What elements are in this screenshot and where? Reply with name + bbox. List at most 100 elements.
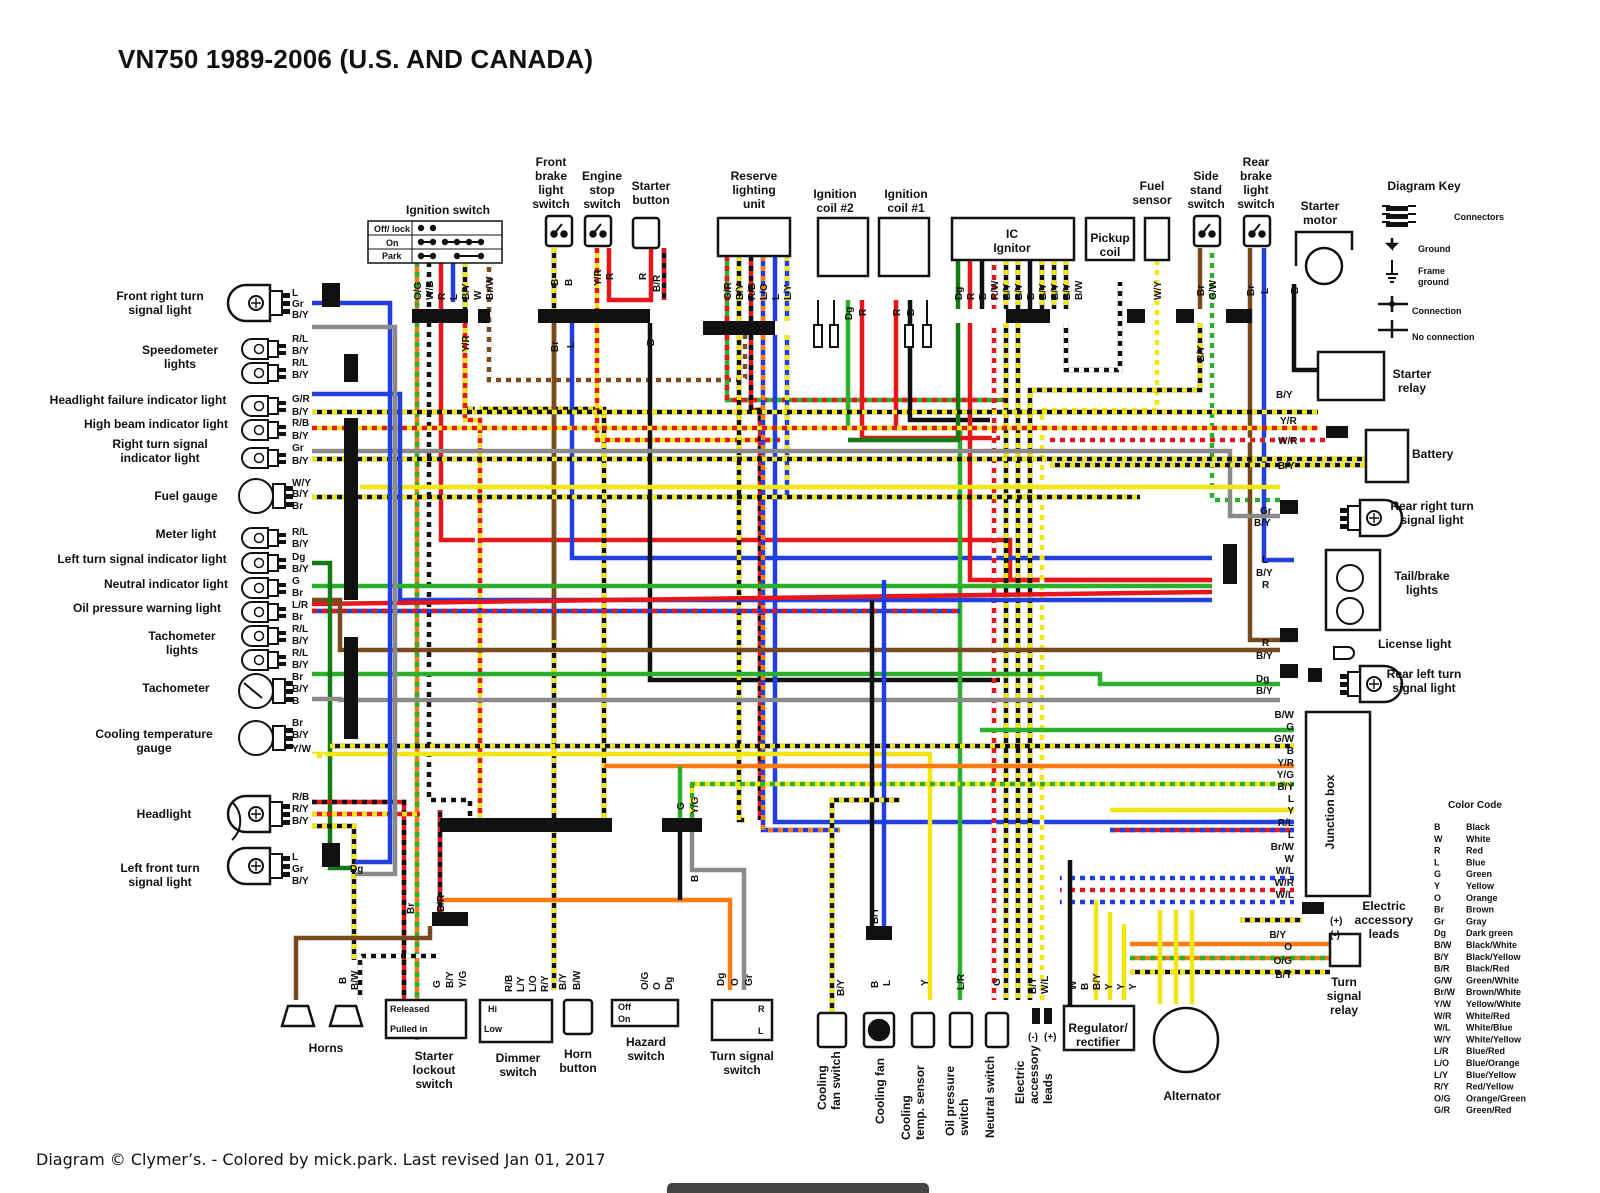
color-code-abbr-22: R/Y (1434, 1082, 1449, 1092)
wire-label-rb-l: L (1260, 288, 1271, 294)
wire-sb-b (647, 323, 1000, 683)
lockout-wire-1: B/Y (445, 971, 456, 988)
turn-relay-wire-2: B/Y (1275, 970, 1292, 981)
left-wire-label-11-2: B (292, 696, 299, 707)
wire-label-fb-l: L (566, 342, 577, 348)
wire-label-reserve-0: G/R (723, 281, 734, 300)
cooling-fan-wire-l: L (882, 980, 893, 986)
oil-pressure-switch-label: Oil pressureswitch (943, 1066, 971, 1136)
tail-wire-by: B/Y (1256, 568, 1273, 579)
color-code-abbr-12: B/R (1434, 964, 1450, 974)
horn-button-wire-1: B/W (572, 970, 583, 990)
hazard-wire-1: O (652, 982, 663, 990)
wire-label-ign-2: R (437, 292, 448, 300)
left-component-label-8: Neutral indicator light (104, 577, 228, 591)
color-code-abbr-20: L/O (1434, 1058, 1449, 1068)
wire-ss-by (1027, 323, 1203, 1000)
acc-polarity-minus: (-) (1028, 1032, 1038, 1043)
junction-wire-label-7: L (1288, 794, 1294, 805)
wire-temp-y (312, 751, 933, 1000)
left-component-label-7: Left turn signal indicator light (57, 552, 226, 566)
color-code-abbr-15: Y/W (1434, 999, 1452, 1009)
wire-left-l2 (312, 300, 393, 865)
wire-label-coil1-b: B (906, 309, 917, 316)
wire-reserve-gr (724, 335, 1004, 403)
color-code-abbr-18: W/Y (1434, 1034, 1451, 1044)
left-component-label-11: Tachometer (142, 681, 209, 695)
wire-label-ignitor-4: B/Y (1002, 283, 1013, 300)
wire-label-sb-b: B (646, 339, 657, 346)
left-wire-label-12-2: Y/W (292, 744, 311, 755)
wire-sm-b (1291, 284, 1318, 373)
color-code-name-24: Green/Red (1466, 1105, 1512, 1115)
color-code-abbr-16: W/R (1434, 1011, 1452, 1021)
left-wire-label-dg-connector: Dg (350, 864, 363, 875)
junction-wire-label-8: Y (1287, 806, 1294, 817)
junction-box-label: Junction box (1323, 774, 1337, 849)
color-code-name-21: Blue/Yellow (1466, 1070, 1517, 1080)
lockout-pulled-in: Pulled in (390, 1024, 428, 1034)
junction-wire-label-1: G (1286, 722, 1294, 733)
wire-label-fb-br: Br (550, 341, 561, 352)
left-wire-label-9-0: L/R (292, 600, 309, 611)
left-wire-label-0-1: Gr (292, 299, 304, 310)
wire-fuel-wy-tracer (1039, 260, 1160, 1000)
wire-label-sm-b: B (1290, 287, 1301, 294)
junction-wire-label-3: B (1287, 746, 1294, 757)
horn-button-wire-0: B/Y (558, 973, 569, 990)
wire-label-coil2-dg: Dg (844, 307, 855, 320)
color-code-name-2: Red (1466, 846, 1483, 856)
cooling-fan-wire-by: B/Y (870, 907, 881, 924)
junction-wire-label-6: B/Y (1277, 782, 1294, 793)
turn-signal-wire-0: Dg (716, 973, 727, 986)
right-component-symbols (1333, 498, 1404, 704)
wire-label-ign-4: B/Y (461, 283, 472, 300)
dimmer-wire-1: L/Y (516, 976, 527, 992)
left-wire-label-10-0: R/L (292, 624, 308, 635)
junction-wire-label-10: L (1288, 830, 1294, 841)
junction-wire-label-2: G/W (1274, 734, 1295, 745)
relay-wire-label-3: B/Y (1278, 461, 1295, 472)
wire-label-ignitor-2: B (978, 293, 989, 300)
color-code-abbr-9: Dg (1434, 928, 1446, 938)
wire-label-ignitor-3: R/W (990, 280, 1001, 300)
wire-ign-yr-tracer (462, 323, 483, 818)
color-code-abbr-1: W (1434, 834, 1443, 844)
wire-reserve-lo-tracer (760, 335, 840, 833)
cooling-temp-sensor-label: Coolingtemp. sensor (899, 1065, 927, 1140)
left-wire-label-3-0: R/B (292, 418, 309, 429)
wire-fan-by-tracer (829, 797, 900, 1013)
cooling-fan-switch-label: Coolingfan switch (815, 1051, 843, 1110)
junction-wire-label-4: Y/R (1277, 758, 1294, 769)
wire-label-coil2-r: R (858, 308, 869, 316)
cooling-fan-wire-b: B (870, 981, 881, 988)
horizontal-scrollbar[interactable] (667, 1183, 929, 1193)
wire-left-dg (312, 560, 355, 871)
color-code-abbr-14: Br/W (1434, 987, 1456, 997)
dimmer-low: Low (484, 1024, 503, 1034)
color-code-abbr-6: O (1434, 893, 1441, 903)
left-wire-label-14-1: Gr (292, 864, 304, 875)
color-code-abbr-3: L (1434, 857, 1440, 867)
wire-label-sb-r: R (638, 272, 649, 280)
color-code-name-18: White/Yellow (1466, 1034, 1522, 1044)
left-wire-label-7-1: B/Y (292, 564, 309, 575)
junction-wire-label-13: W/L (1276, 866, 1294, 877)
left-component-symbols (226, 283, 294, 886)
regulator-wire-0: W (1068, 980, 1079, 990)
hazard-off: Off (618, 1002, 632, 1012)
color-code-name-12: Black/Red (1466, 964, 1510, 974)
rear-left-wire-gr: Gr (1308, 674, 1320, 685)
neutral-wire: G (992, 978, 1003, 986)
color-code-abbr-13: G/W (1434, 975, 1453, 985)
